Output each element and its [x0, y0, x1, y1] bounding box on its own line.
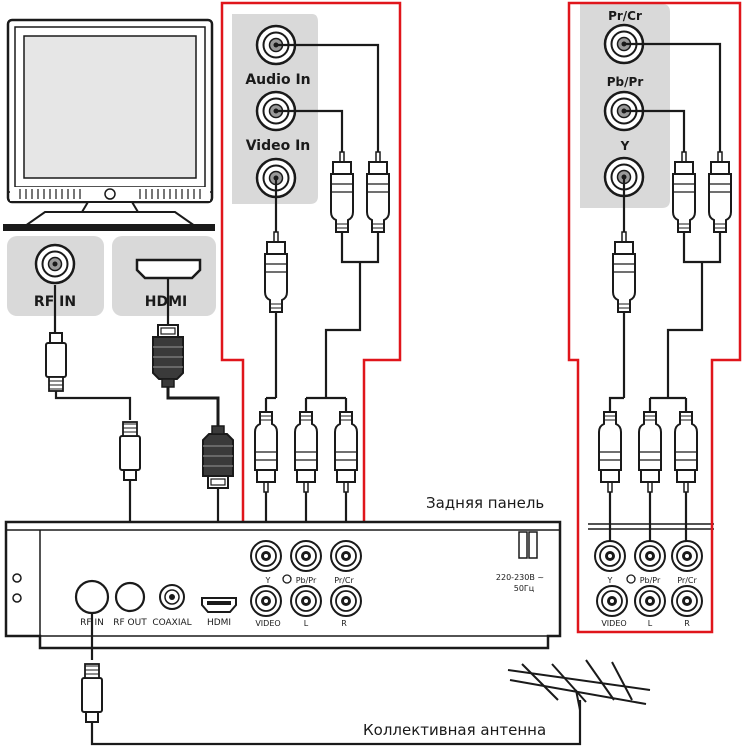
rear-hdmi-port: HDMI	[201, 597, 237, 628]
power-cord: 220-230В ~ 50Гц	[496, 531, 544, 593]
rear-r-label: R	[341, 619, 347, 628]
rear-video-socket-2	[596, 585, 628, 617]
rear-r-socket-2	[671, 585, 703, 617]
y-plug-rear	[598, 411, 622, 493]
rear-av-ports: Y Pb/Pr Pr/Cr VIDEO L R	[250, 540, 362, 628]
rear-rf-out-label: RF OUT	[113, 618, 147, 628]
audio-in-label: Audio In	[245, 72, 310, 88]
tv-monitor	[3, 18, 215, 231]
y-label: Y	[620, 139, 630, 153]
pb-pr-label: Pb/Pr	[607, 75, 644, 89]
rear-coaxial-port: COAXIAL	[152, 584, 192, 628]
tv-hdmi-label: HDMI	[145, 294, 187, 310]
audio-plug-left	[330, 151, 354, 233]
comp-video-label: VIDEO	[601, 619, 626, 628]
receiver-rear-panel: RF IN RF OUT COAXIAL HDMI Y Pb/Pr Pr/Cr	[4, 520, 562, 650]
rear-pb-socket	[634, 540, 666, 572]
audio-plug-r-rear	[334, 411, 358, 493]
comp-y-label: Y	[607, 576, 613, 585]
antenna-caption: Коллективная антенна	[363, 721, 546, 739]
audio-plug-right	[366, 151, 390, 233]
comp-pb-label: Pb/Pr	[640, 576, 661, 585]
rear-hdmi-label: HDMI	[207, 618, 231, 628]
video-plug-rear	[254, 411, 278, 493]
rear-y-socket	[594, 540, 626, 572]
antenna-cable	[81, 613, 582, 746]
comp-r-label: R	[684, 619, 690, 628]
pr-plug-rear	[674, 411, 698, 493]
power-rating-line1: 220-230В ~	[496, 573, 544, 582]
video-in-label: Video In	[246, 138, 311, 154]
rear-pr-cr-label: Pr/Cr	[334, 576, 354, 585]
comp-pr-label: Pr/Cr	[677, 576, 697, 585]
pb-plug-rear	[638, 411, 662, 493]
power-rating-line2: 50Гц	[514, 584, 535, 593]
pr-plug	[708, 151, 732, 233]
rear-rf-out-port: RF OUT	[113, 581, 147, 628]
rear-l-label: L	[304, 619, 309, 628]
rear-video-label: VIDEO	[255, 619, 280, 628]
rear-panel-caption: Задняя панель	[426, 494, 544, 512]
comp-l-label: L	[648, 619, 653, 628]
rear-coaxial-label: COAXIAL	[152, 618, 191, 628]
audio-plug-l-rear	[294, 411, 318, 493]
rear-y-label: Y	[265, 576, 271, 585]
rear-pb-pr-label: Pb/Pr	[296, 576, 317, 585]
tv-stand	[3, 201, 215, 231]
pr-cr-label: Pr/Cr	[608, 9, 642, 23]
rear-l-socket-2	[634, 585, 666, 617]
pb-plug	[672, 151, 696, 233]
video-plug	[264, 231, 288, 313]
collective-antenna-icon	[507, 659, 651, 711]
component-inputs-panel: Pr/Cr Pb/Pr Y	[567, 1, 742, 634]
rear-pr-socket	[671, 540, 703, 572]
y-plug	[612, 231, 636, 313]
tv-speaker-grille	[10, 187, 210, 201]
tv-hdmi-port: HDMI	[112, 236, 216, 316]
